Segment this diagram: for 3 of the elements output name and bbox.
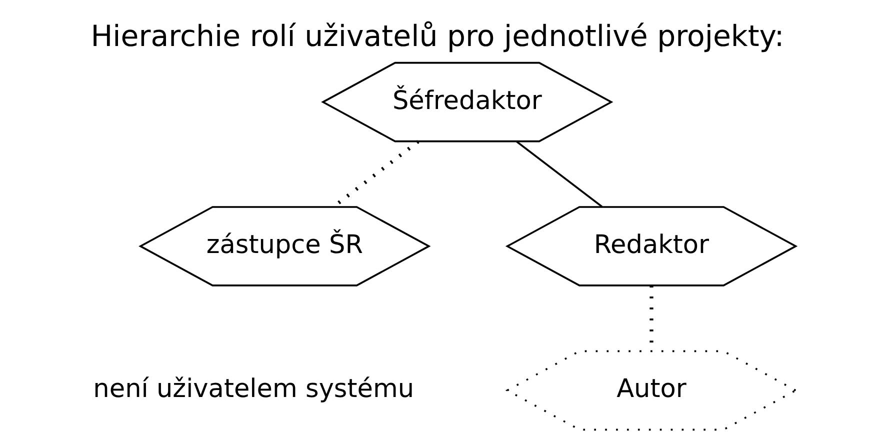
diagram-title: Hierarchie rolí uživatelů pro jednotlivé projekty: <box>90 19 784 54</box>
node-label: není uživatelem systému <box>93 374 414 404</box>
connector <box>516 140 603 208</box>
